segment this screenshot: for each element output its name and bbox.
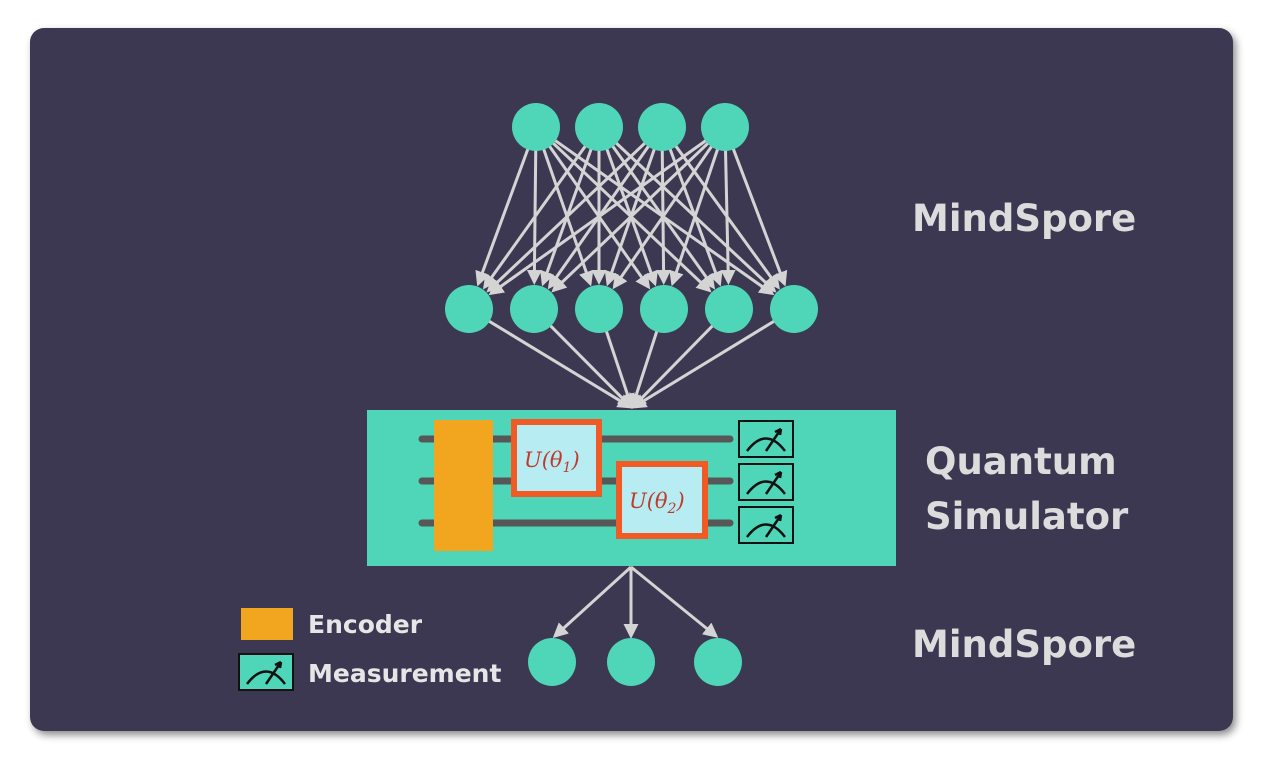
simulator-label-line1: Quantum <box>925 440 1117 483</box>
ansatz-gate-2: U(θ2) <box>616 461 708 539</box>
legend-encoder-swatch <box>241 608 293 640</box>
gate-1-close: ) <box>570 448 579 472</box>
output-arrow <box>552 565 633 639</box>
gate-2-close: ) <box>675 489 684 513</box>
connection-edge <box>604 329 635 409</box>
input-node <box>638 103 686 151</box>
top-layer-edges <box>475 138 788 296</box>
meter-icon <box>738 506 794 544</box>
hidden-node <box>445 285 493 333</box>
input-node <box>701 103 749 151</box>
simulator-label-line2: Simulator <box>925 495 1129 538</box>
connection-edge <box>669 147 720 287</box>
output-node <box>607 638 655 686</box>
input-node <box>512 103 560 151</box>
connection-edge <box>486 141 648 293</box>
output-node <box>694 638 742 686</box>
hidden-node <box>705 285 753 333</box>
svg-text:U(θ2): U(θ2) <box>629 489 685 517</box>
gate-1-symbol: U(θ <box>524 448 563 472</box>
input-layer <box>512 103 749 151</box>
gate-2-subscript: 2 <box>667 501 677 517</box>
hidden-layer <box>445 285 818 333</box>
encoder-block <box>434 420 493 551</box>
output-arrow <box>630 565 719 638</box>
connection-edge <box>612 144 714 290</box>
legend-encoder-label: Encoder <box>308 610 423 639</box>
legend-measurement-label: Measurement <box>308 659 501 688</box>
legend: Encoder Measurement <box>238 608 501 691</box>
gate-2-symbol: U(θ <box>629 489 668 513</box>
output-edges <box>552 565 719 639</box>
connection-edge <box>475 147 530 287</box>
connection-edge <box>631 319 777 409</box>
hidden-node <box>640 285 688 333</box>
connection-edge <box>482 144 588 290</box>
connection-edge <box>720 148 736 286</box>
ansatz-gate-1: U(θ1) <box>511 419 602 497</box>
connection-edge <box>488 138 708 296</box>
hidden-node <box>510 285 558 333</box>
bottom-framework-label: MindSpore <box>912 623 1136 666</box>
hidden-node <box>770 285 818 333</box>
meter-icon <box>738 420 794 458</box>
svg-text:U(θ1): U(θ1) <box>524 448 580 476</box>
meter-icon <box>238 653 294 691</box>
connection-edge <box>631 323 715 409</box>
hidden-node <box>575 285 623 333</box>
output-layer <box>528 638 742 686</box>
connection-edge <box>551 141 711 293</box>
connection-edge <box>548 323 633 409</box>
output-node <box>528 638 576 686</box>
connection-edge <box>487 319 633 409</box>
gate-1-subscript: 1 <box>563 460 572 476</box>
middle-layer-edges <box>487 319 777 409</box>
diagram-panel <box>30 28 1233 731</box>
meter-icon <box>738 463 794 501</box>
top-framework-label: MindSpore <box>912 197 1136 240</box>
input-node <box>575 103 623 151</box>
connection-edge <box>731 147 788 287</box>
